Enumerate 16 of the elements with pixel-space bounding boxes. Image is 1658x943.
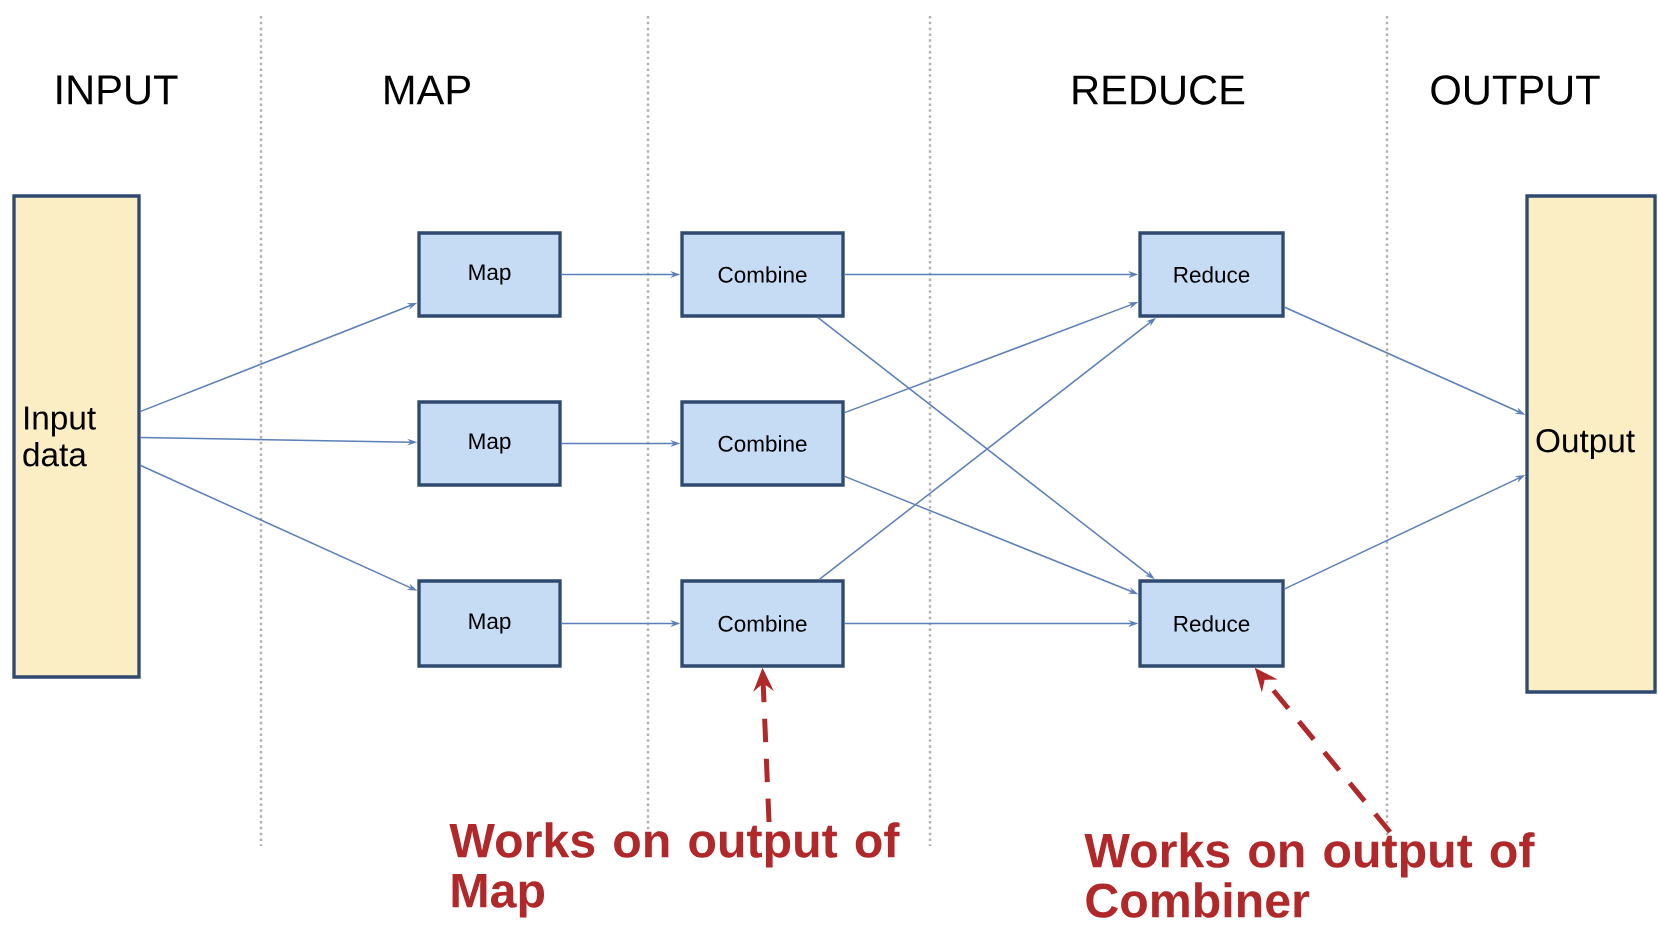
column-heading: MAP: [385, 75, 470, 105]
annotation-text: Works on output of Combiner: [1084, 832, 1535, 918]
process-box: Map: [417, 231, 562, 318]
process-box: Combine: [680, 400, 845, 487]
process-box: Combine: [680, 579, 845, 668]
annotation-text: Works on output of Map: [449, 822, 900, 918]
process-box: Reduce: [1138, 231, 1285, 318]
process-box: Reduce: [1138, 579, 1285, 668]
column-heading: OUTPUT: [1431, 75, 1600, 105]
data-box: Output: [1525, 194, 1657, 694]
column-heading: INPUT: [57, 75, 178, 105]
data-box: Input data: [12, 194, 141, 679]
process-box: Map: [417, 579, 562, 668]
process-box: Combine: [680, 231, 845, 318]
column-heading: REDUCE: [1073, 75, 1245, 105]
process-box: Map: [417, 400, 562, 487]
